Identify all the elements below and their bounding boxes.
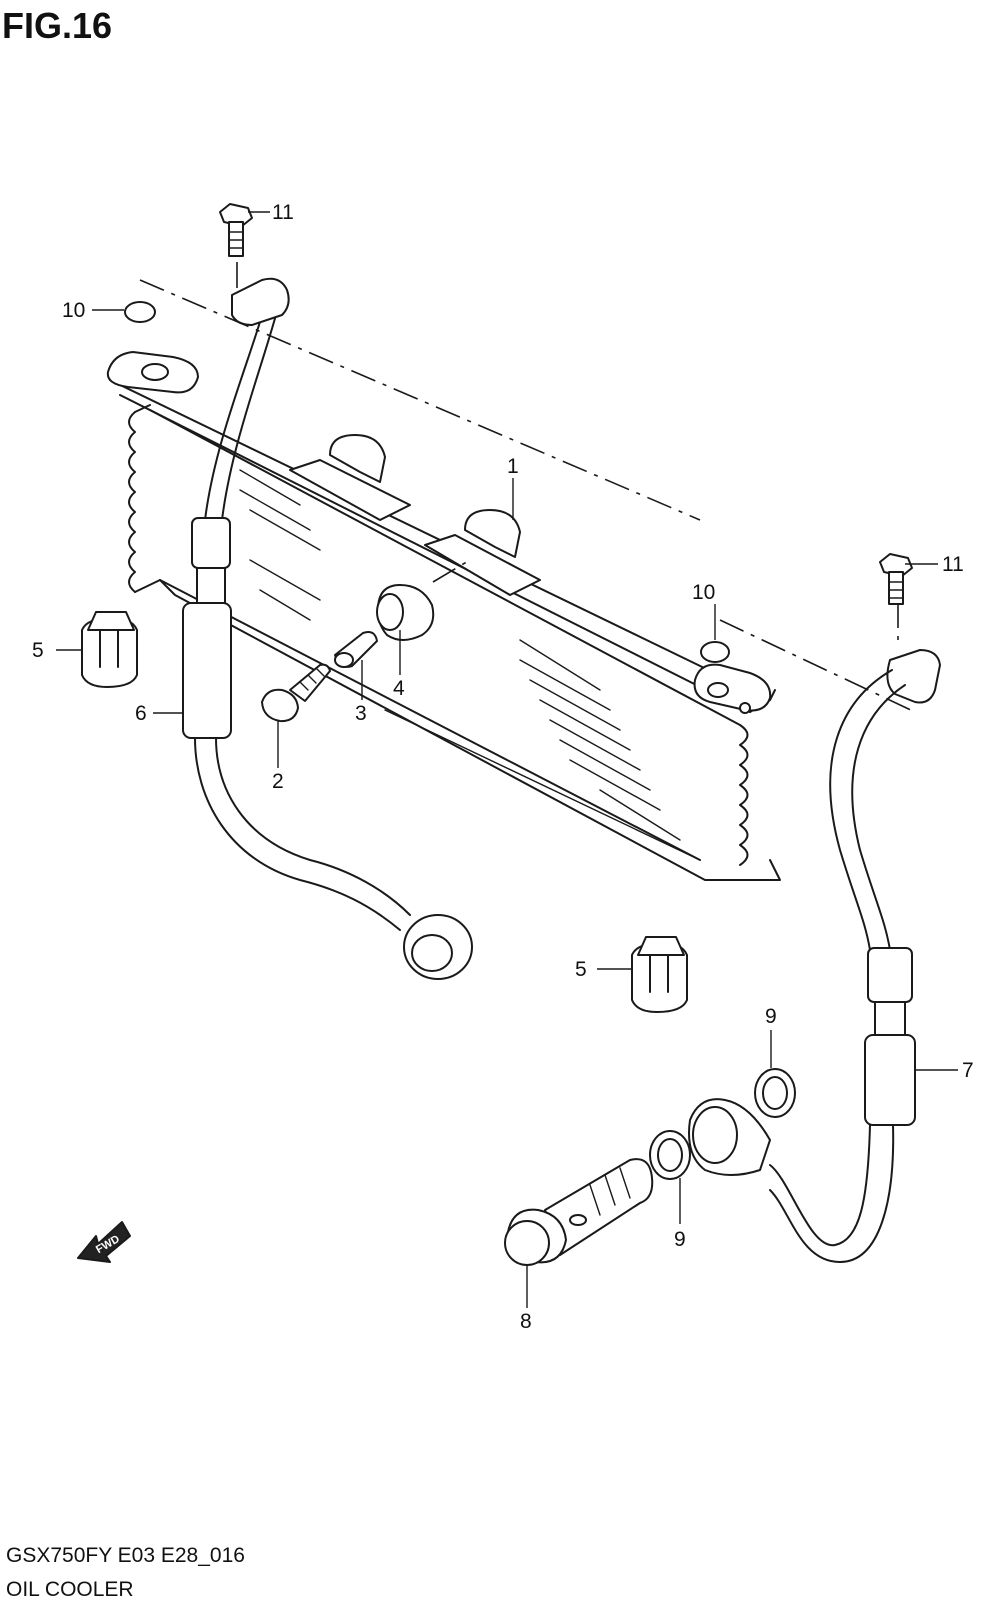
callout-8: 8 bbox=[520, 1310, 532, 1333]
callout-5-right: 5 bbox=[575, 958, 587, 981]
callout-4: 4 bbox=[393, 677, 405, 700]
callout-10-upper-left: 10 bbox=[62, 299, 85, 322]
bolt-2 bbox=[261, 663, 331, 723]
o-ring-upper-left bbox=[124, 301, 156, 323]
callout-10-right: 10 bbox=[692, 581, 715, 604]
callout-2: 2 bbox=[272, 770, 284, 793]
callout-6: 6 bbox=[135, 702, 147, 725]
callout-5-left: 5 bbox=[32, 639, 44, 662]
fwd-arrow-icon: FWD bbox=[77, 1221, 131, 1263]
union-bolt-8 bbox=[504, 1158, 654, 1266]
leader-lines bbox=[56, 211, 958, 1308]
bolt-upper-left bbox=[219, 203, 253, 257]
grommet-4 bbox=[376, 584, 435, 641]
bolt-upper-right bbox=[879, 553, 913, 605]
oil-hose-left bbox=[182, 277, 473, 980]
callout-7: 7 bbox=[962, 1059, 974, 1082]
washer-lower bbox=[649, 1130, 691, 1180]
callout-9-lower: 9 bbox=[674, 1228, 686, 1251]
cushion-left bbox=[81, 611, 138, 688]
figure-title: FIG.16 bbox=[2, 5, 112, 46]
o-ring-upper-right bbox=[700, 641, 730, 663]
cushion-right bbox=[631, 936, 688, 1013]
callout-1: 1 bbox=[507, 455, 519, 478]
oil-cooler-core bbox=[106, 351, 781, 881]
callout-11-upper-right: 11 bbox=[942, 553, 964, 576]
callout-11-upper-left: 11 bbox=[272, 201, 294, 224]
collar-3 bbox=[334, 631, 378, 668]
callout-3: 3 bbox=[355, 702, 367, 725]
model-code: GSX750FY E03 E28_016 bbox=[6, 1544, 245, 1567]
callout-9-upper: 9 bbox=[765, 1005, 777, 1028]
washer-upper bbox=[754, 1068, 796, 1118]
section-name: OIL COOLER bbox=[6, 1578, 134, 1601]
oil-hose-right bbox=[688, 649, 941, 1263]
